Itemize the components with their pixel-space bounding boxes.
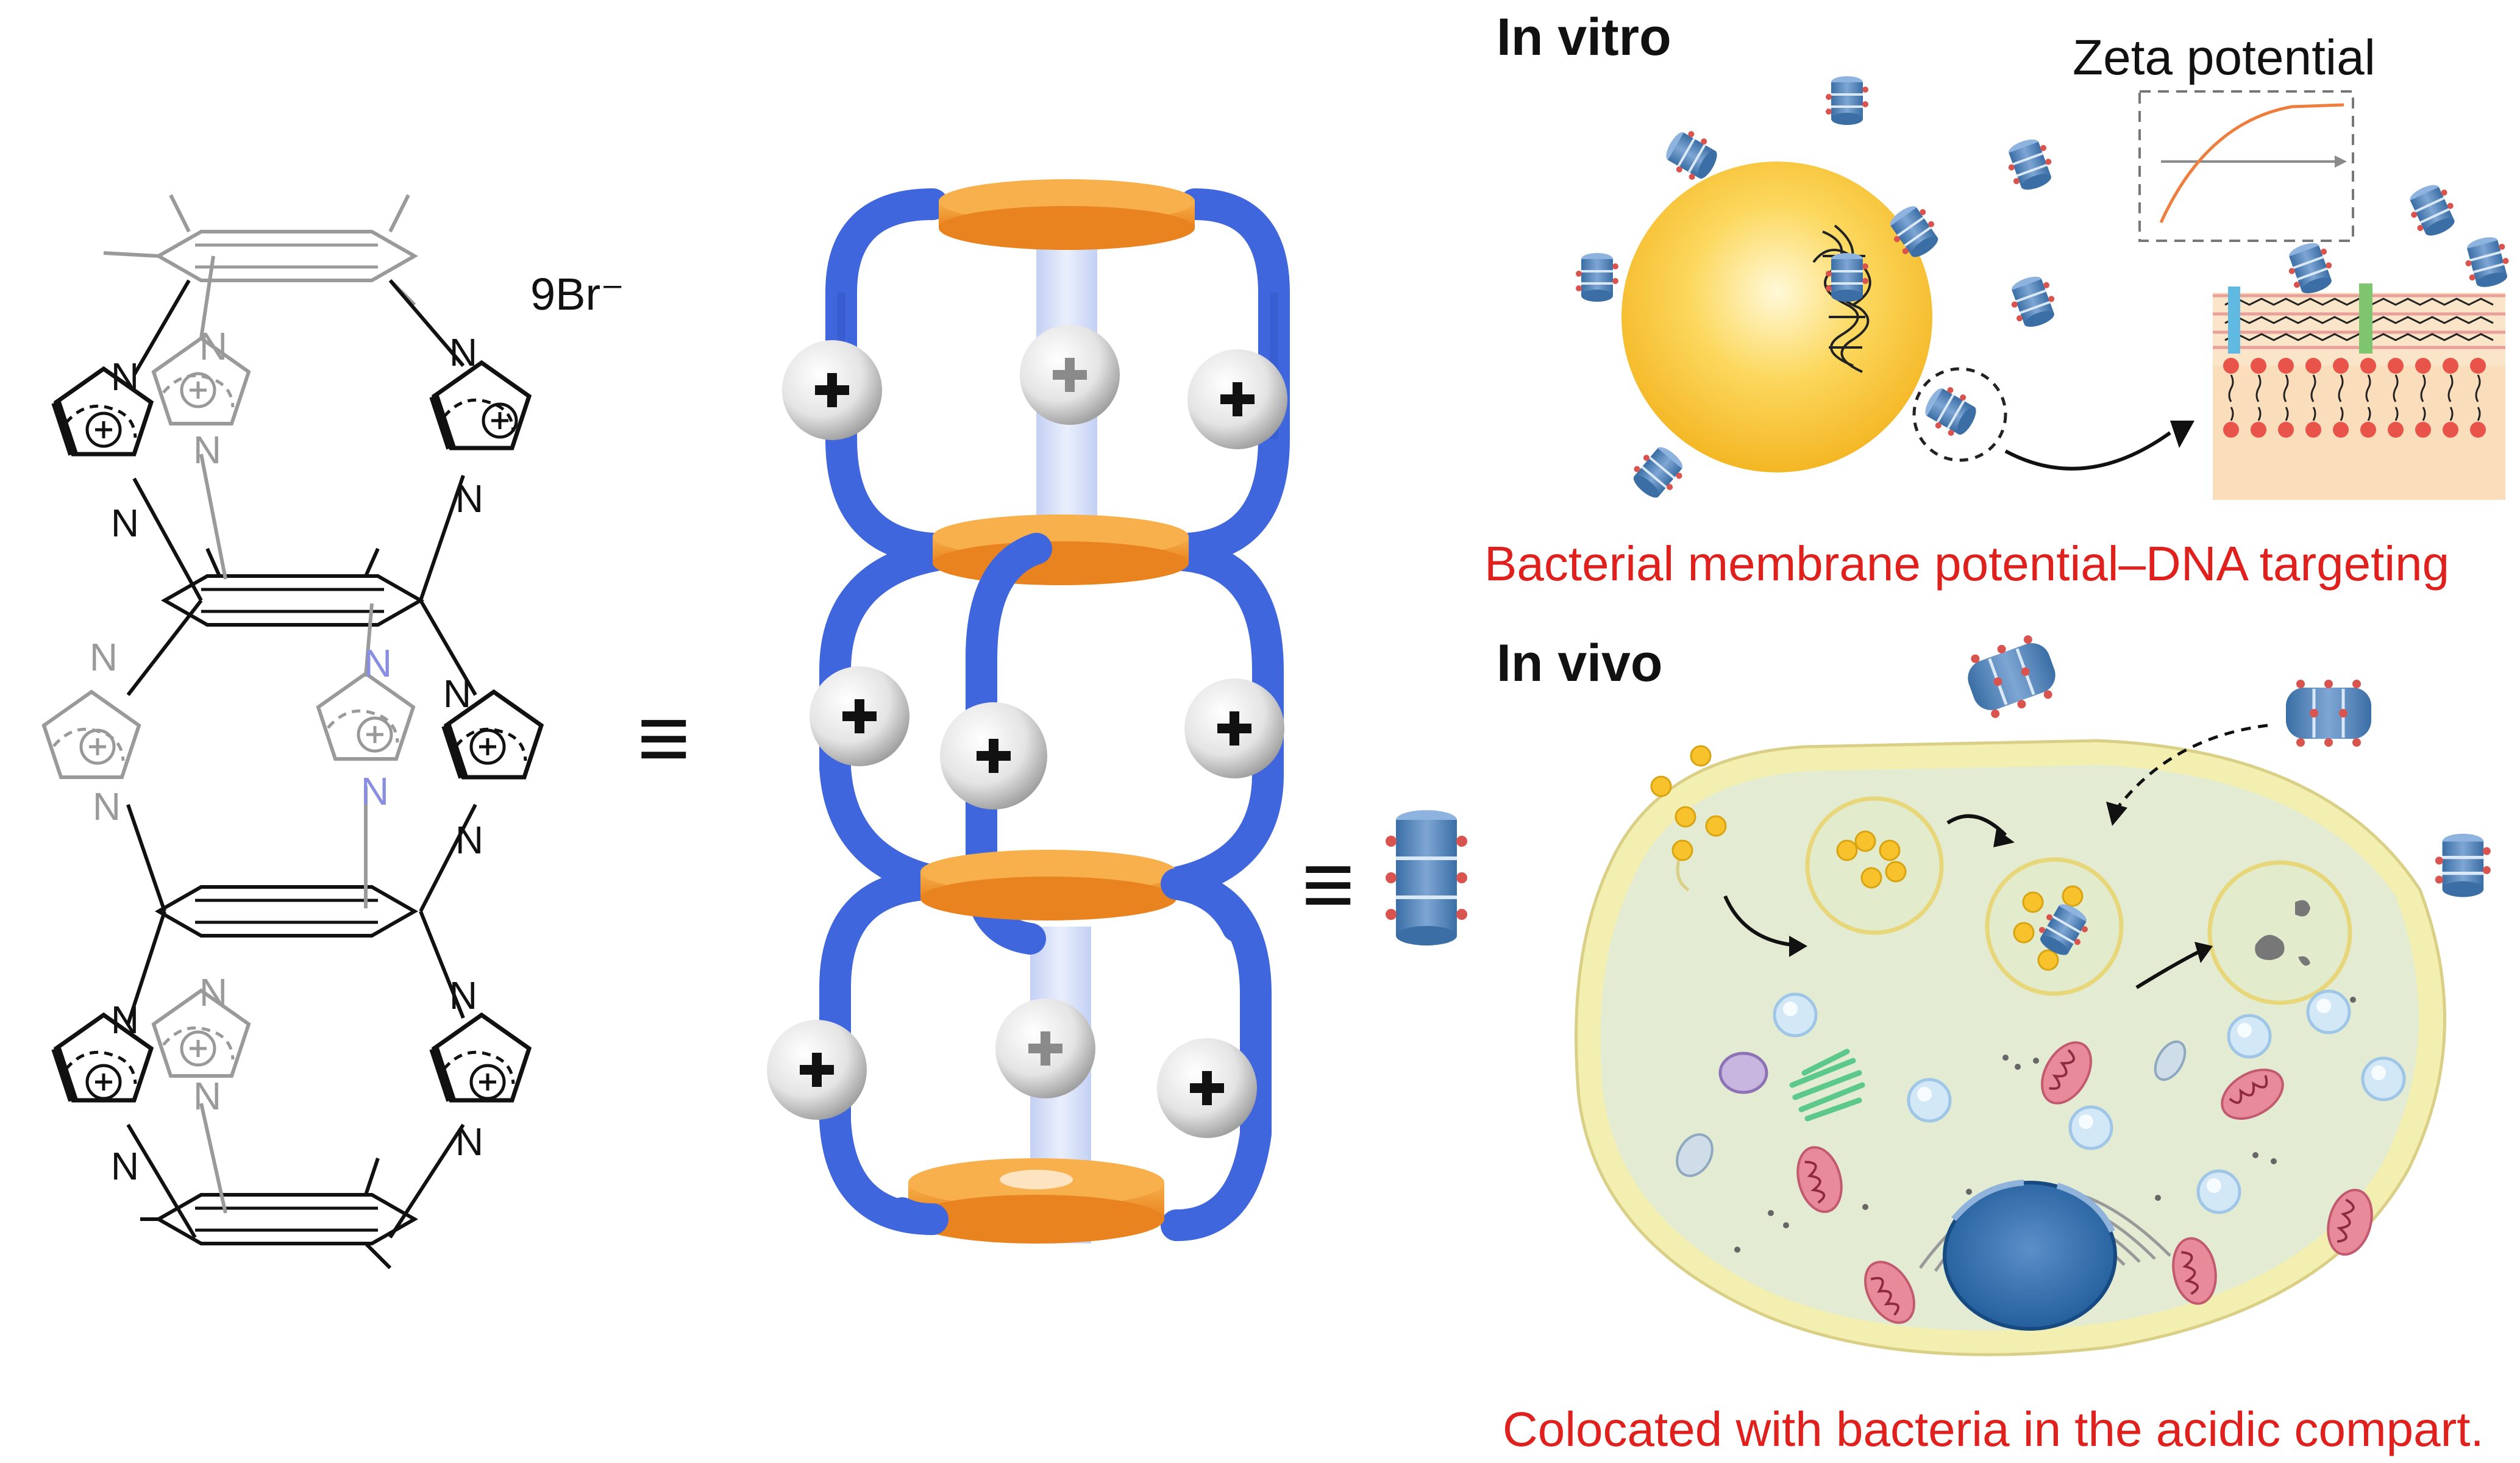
phagosome [1805, 796, 1944, 935]
process-arrow [1723, 814, 2202, 989]
cage-icon [2000, 133, 2060, 196]
benzene-ring-top [158, 232, 415, 280]
svg-text:N: N [199, 324, 227, 368]
bacteria-cluster [1650, 745, 1727, 861]
svg-text:N: N [361, 769, 389, 813]
cage-icon [1824, 75, 1870, 126]
svg-text:N: N [111, 355, 139, 399]
positive-charge-icon [81, 730, 114, 763]
imidazolium-ring-back [44, 692, 139, 777]
positive-charge-icon [471, 1066, 504, 1098]
svg-text:N: N [111, 1144, 139, 1188]
benzene-ring-middle [165, 576, 421, 625]
chemical-structure: N N N N N N N N N N N N N N N N N N [44, 194, 541, 1270]
zoom-circle [1912, 367, 2007, 462]
equivalence-symbol: ≡ [637, 686, 691, 789]
cage-icon [2435, 834, 2491, 897]
phagosome [2207, 860, 2352, 1005]
vesicle [1676, 1133, 1714, 1177]
svg-text:N: N [111, 998, 139, 1042]
svg-text:N: N [443, 672, 471, 716]
zeta-potential-inset [2138, 90, 2354, 242]
in-vivo-heading: In vivo [1497, 634, 1663, 692]
cage-icon [1917, 379, 1984, 444]
bacterial-membrane [2213, 283, 2505, 500]
cage-icon [1824, 252, 1870, 303]
imidazolium-ring-back [318, 674, 413, 759]
cage-charge-ball [1184, 678, 1284, 778]
svg-text:N: N [449, 974, 477, 1017]
svg-text:N: N [111, 501, 139, 545]
equivalence-symbol: ≡ [1301, 833, 1355, 935]
cage-disk [908, 1158, 1164, 1244]
cage-disk [920, 850, 1176, 920]
cage-icon [1960, 630, 2063, 722]
cage-disk [933, 514, 1189, 585]
cage-icon [2003, 270, 2063, 333]
in-vitro-caption: Bacterial membrane potential–DNA targeti… [1484, 536, 2450, 591]
vesicle [2154, 1040, 2187, 1081]
in-vivo-panel [1575, 630, 2491, 1356]
cage-charge-ball [782, 340, 882, 440]
svg-text:N: N [93, 785, 121, 828]
cage-charge-ball [995, 998, 1095, 1098]
vesicle [2198, 1171, 2240, 1212]
lysosome [1718, 1052, 1768, 1094]
in-vivo-caption: Colocated with bacteria in the acidic co… [1503, 1402, 2484, 1456]
cage-icon [2280, 237, 2340, 300]
zeta-curve [2159, 103, 2344, 224]
vesicle [1909, 1080, 1950, 1121]
positive-charge-icon [182, 374, 215, 407]
positive-charge-icon [87, 413, 120, 446]
vesicle [2308, 991, 2349, 1033]
svg-text:N: N [364, 641, 392, 685]
vesicle [2363, 1058, 2404, 1100]
bacterium-sphere [1621, 162, 1932, 472]
cage-charge-ball [1187, 349, 1287, 449]
svg-text:N: N [90, 635, 118, 679]
benzene-ring-lower [158, 887, 415, 936]
svg-text:N: N [455, 818, 483, 862]
counterion-label: 9Br⁻ [530, 269, 625, 319]
dashed-arrow [2114, 724, 2268, 812]
svg-text:N: N [193, 1074, 221, 1118]
cage-charge-ball [767, 1020, 867, 1120]
positive-charge-icon [358, 718, 391, 751]
imidazolium-ring [434, 363, 529, 448]
cage-icon [2286, 680, 2371, 747]
vesicle [2229, 1016, 2270, 1057]
nucleus [1943, 1180, 2117, 1331]
positive-charge-icon [182, 1032, 215, 1065]
svg-text:N: N [193, 428, 221, 472]
phagosome [1985, 857, 2124, 996]
benzene-ring-bottom [158, 1195, 415, 1244]
cytoskeleton-bundle [1789, 1048, 1865, 1122]
vesicle [1774, 994, 1816, 1036]
cage-icon [1386, 810, 1467, 945]
in-vitro-panel [1575, 75, 2516, 507]
cage-icon [2458, 232, 2516, 293]
cage-charge-ball [1020, 325, 1120, 425]
cage-icon [1625, 438, 1692, 507]
svg-text:N: N [449, 330, 477, 374]
zeta-potential-label: Zeta potential [2073, 30, 2376, 85]
cage-charge-ball [1157, 1038, 1257, 1138]
in-vitro-heading: In vitro [1497, 8, 1671, 66]
cage-3d-model [767, 179, 1290, 1244]
svg-text:N: N [455, 1120, 483, 1164]
cage-icon [2401, 177, 2463, 243]
positive-charge-icon [87, 1066, 120, 1098]
positive-charge-icon [471, 730, 504, 763]
cage-charge-ball [940, 702, 1047, 810]
vesicle [2070, 1107, 2112, 1148]
cage-icon [1575, 252, 1620, 303]
cage-charge-ball [810, 666, 909, 766]
cage-disk [939, 179, 1195, 250]
svg-text:N: N [199, 970, 227, 1014]
svg-text:N: N [455, 477, 483, 521]
zoom-arrow [2004, 431, 2171, 471]
imidazolium-ring [434, 1015, 529, 1100]
